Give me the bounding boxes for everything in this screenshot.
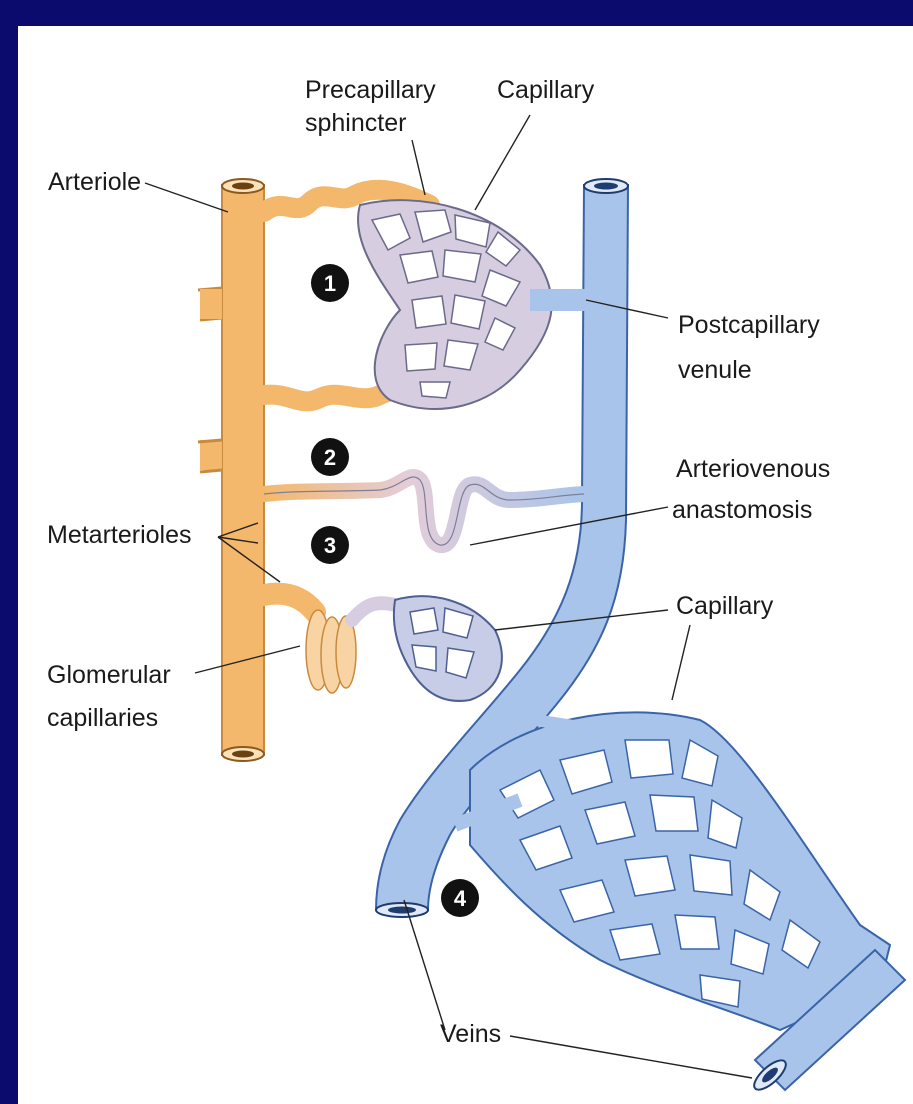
svg-text:capillaries: capillaries [47,704,158,732]
marker-2: 2 [311,438,349,476]
label-arteriole: Arteriole [48,168,141,196]
label-arteriovenous-anastomosis: Arteriovenous anastomosis [672,455,830,524]
label-capillary-lower: Capillary [676,592,774,620]
label-capillary-top: Capillary [497,76,595,104]
svg-text:4: 4 [454,886,467,911]
marker-1: 1 [311,264,349,302]
label-precapillary-sphincter: Precapillary sphincter [305,76,436,137]
capillary-bed-1 [264,190,586,409]
label-glomerular-capillaries: Glomerular capillaries [47,661,171,732]
svg-text:1: 1 [324,271,336,296]
arteriole-vessel [198,179,264,761]
svg-text:2: 2 [324,445,336,470]
svg-text:anastomosis: anastomosis [672,496,812,524]
svg-text:Postcapillary: Postcapillary [678,311,820,339]
svg-text:Precapillary: Precapillary [305,76,436,104]
capillary-bed-lower [394,596,502,701]
svg-text:Arteriovenous: Arteriovenous [676,455,830,483]
svg-text:venule: venule [678,356,752,384]
label-metarterioles: Metarterioles [47,521,192,549]
capillary-bed-4 [455,712,905,1094]
glomerular-capillaries [264,594,395,693]
label-veins: Veins [440,1020,501,1048]
arteriovenous-anastomosis [264,477,584,545]
marker-3: 3 [311,526,349,564]
marker-4: 4 [441,879,479,917]
svg-text:sphincter: sphincter [305,109,406,137]
svg-text:Glomerular: Glomerular [47,661,171,689]
label-postcapillary-venule: Postcapillary venule [678,311,820,384]
svg-text:3: 3 [324,533,336,558]
